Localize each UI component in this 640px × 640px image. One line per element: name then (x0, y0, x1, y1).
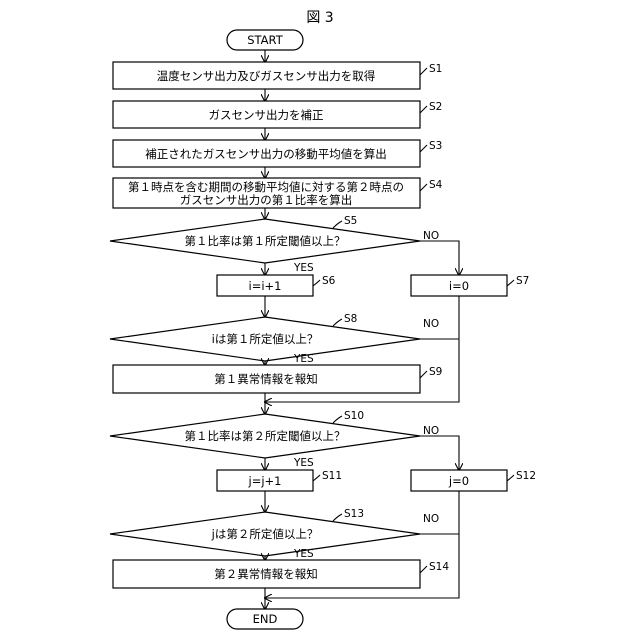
step-s9-label: S9 (429, 366, 442, 378)
step-s2-leader (420, 106, 427, 113)
decision-s5-no-label: NO (423, 230, 439, 242)
step-s11-text: j=j+1 (248, 474, 282, 488)
start-label: START (247, 33, 283, 47)
step-s12-label: S12 (516, 470, 536, 482)
decision-s5-text: 第１比率は第１所定閾値以上？ (185, 234, 346, 248)
step-s9-leader (420, 371, 427, 378)
decision-s5-yes-label: YES (293, 262, 314, 274)
step-s6-text: i=i+1 (249, 279, 282, 293)
decision-s5-leader (333, 221, 342, 228)
step-s3-leader (420, 145, 427, 152)
step-s2-label: S2 (429, 101, 442, 113)
step-s4-text-line2: ガスセンサ出力の第１比率を算出 (180, 193, 353, 207)
step-s1-label: S1 (429, 63, 442, 75)
step-s11-label: S11 (322, 470, 342, 482)
step-s7-label: S7 (516, 275, 529, 287)
step-s12-leader (507, 475, 514, 481)
step-s11-leader (313, 475, 320, 481)
decision-s13-no-label: NO (423, 513, 439, 525)
decision-s10-label: S10 (344, 410, 364, 422)
step-s3-label: S3 (429, 140, 442, 152)
decision-s5-label: S5 (344, 215, 357, 227)
decision-s8-label: S8 (344, 313, 357, 325)
decision-s10-yes-label: YES (293, 457, 314, 469)
step-s14-leader (420, 566, 427, 573)
decision-s8-text: iは第１所定値以上？ (212, 332, 319, 346)
figure-title: 図 3 (306, 10, 333, 26)
decision-s8-leader (333, 319, 342, 326)
decision-s8-no-label: NO (423, 318, 439, 330)
decision-s13-label: S13 (344, 508, 364, 520)
decision-s10-text: 第１比率は第２所定閾値以上？ (185, 429, 346, 443)
decision-s10-no-label: NO (423, 425, 439, 437)
step-s12-text: j=0 (448, 474, 469, 488)
step-s6-leader (313, 280, 320, 286)
connector-s10-no-s12 (420, 436, 459, 470)
decision-s10-leader (333, 416, 342, 423)
step-s9-text: 第１異常情報を報知 (214, 372, 318, 386)
decision-s8-yes-label: YES (293, 353, 314, 365)
step-s7-text: i=0 (449, 279, 469, 293)
step-s14-text: 第２異常情報を報知 (214, 567, 318, 581)
step-s2-text: ガスセンサ出力を補正 (209, 108, 324, 122)
decision-s13-leader (333, 514, 342, 521)
step-s1-leader (420, 68, 427, 75)
end-label: END (253, 612, 278, 626)
step-s7-leader (507, 280, 514, 286)
step-s4-leader (420, 184, 427, 191)
connector-s5-no-s7 (420, 241, 459, 275)
step-s4-label: S4 (429, 179, 443, 191)
decision-s13-text: jは第２所定値以上？ (211, 527, 319, 541)
step-s14-label: S14 (429, 561, 449, 573)
step-s4-text-line1: 第１時点を含む期間の移動平均値に対する第２時点の (128, 180, 404, 194)
step-s1-text: 温度センサ出力及びガスセンサ出力を取得 (157, 69, 376, 83)
step-s6-label: S6 (322, 275, 336, 287)
decision-s13-yes-label: YES (293, 548, 314, 560)
step-s3-text: 補正されたガスセンサ出力の移動平均値を算出 (145, 147, 387, 161)
